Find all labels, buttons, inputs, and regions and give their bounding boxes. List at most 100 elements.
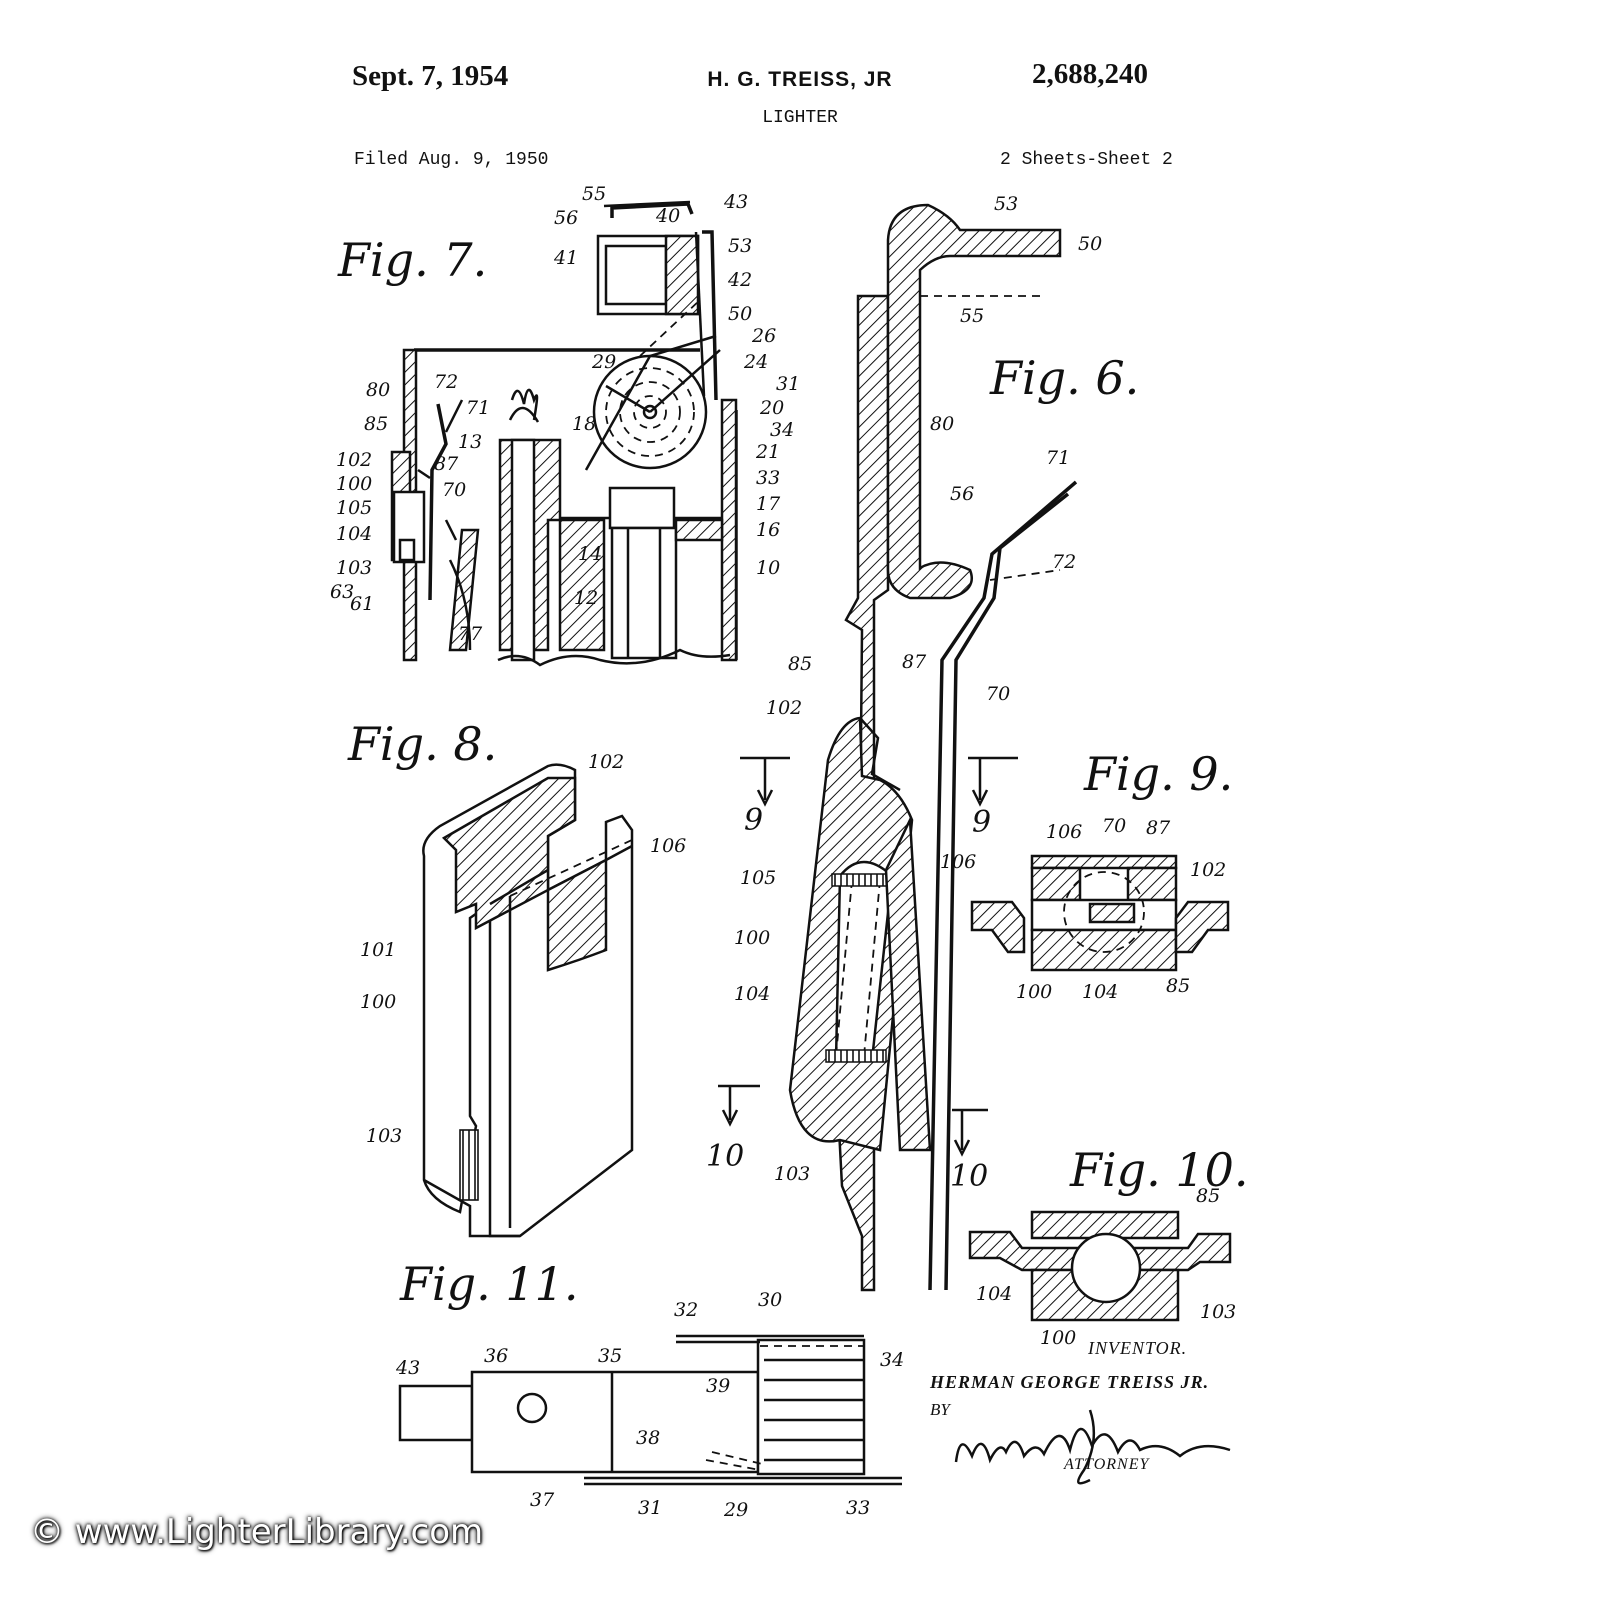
fig7-ref: 87 xyxy=(434,453,459,475)
fig6-ref: 56 xyxy=(950,483,974,505)
fig7-ref: 16 xyxy=(756,519,780,541)
fig7-ref: 53 xyxy=(728,235,752,257)
fig9-ref: 102 xyxy=(1190,859,1226,881)
fig8-title: Fig. 8. xyxy=(347,717,497,771)
fig8-ref: 106 xyxy=(650,835,686,857)
fig7-ref: 102 xyxy=(336,449,372,471)
fig7-ref: 10 xyxy=(756,557,780,579)
watermark: © www.LighterLibrary.com xyxy=(30,1512,484,1552)
fig10-title: Fig. 10. xyxy=(1069,1143,1248,1197)
fig7-ref: 71 xyxy=(466,397,490,419)
fig6-ref: 105 xyxy=(740,867,776,889)
fig11-ref: 29 xyxy=(723,1499,748,1521)
fig7-ref: 77 xyxy=(458,623,483,645)
fig7-ref: 21 xyxy=(755,441,780,463)
fig11-ref: 35 xyxy=(598,1345,622,1367)
fig6-section-mark: 9 xyxy=(744,803,763,838)
patent-number: 2,688,240 xyxy=(1032,58,1148,90)
attorney-signature xyxy=(954,1409,1231,1485)
fig9-ref: 85 xyxy=(1166,975,1190,997)
fig7-ref: 20 xyxy=(759,397,784,419)
fig7-ref: 80 xyxy=(366,379,390,401)
fig10-drawing xyxy=(968,1210,1232,1322)
fig7-ref: 100 xyxy=(336,473,372,495)
fig6-ref: 103 xyxy=(774,1163,810,1185)
fig6-ref: 55 xyxy=(960,305,984,327)
fig9-ref: 87 xyxy=(1146,817,1171,839)
fig7-ref: 72 xyxy=(434,371,458,393)
fig6-drawing xyxy=(718,203,1078,1292)
fig7-ref: 31 xyxy=(776,373,800,395)
fig7-ref: 40 xyxy=(655,205,680,227)
fig6-ref: 85 xyxy=(788,653,812,675)
fig11-ref: 33 xyxy=(846,1497,870,1519)
fig6-ref: 70 xyxy=(986,683,1010,705)
fig6-ref: 50 xyxy=(1078,233,1102,255)
fig7-ref: 29 xyxy=(591,351,616,373)
fig7-ref: 63 xyxy=(330,581,354,603)
fig7-ref: 33 xyxy=(756,467,780,489)
fig7-ref: 24 xyxy=(743,351,768,373)
fig11-ref: 32 xyxy=(674,1299,698,1321)
sheet-count: 2 Sheets-Sheet 2 xyxy=(1000,150,1173,170)
fig8-ref: 103 xyxy=(366,1125,402,1147)
fig6-ref: 106 xyxy=(940,851,976,873)
fig7-ref: 56 xyxy=(554,207,578,229)
fig7-ref: 70 xyxy=(442,479,466,501)
fig7-ref: 85 xyxy=(364,413,388,435)
fig11-ref: 38 xyxy=(636,1427,660,1449)
fig11-ref: 37 xyxy=(530,1489,555,1511)
fig11-drawing xyxy=(398,1334,902,1486)
fig8-ref: 101 xyxy=(360,939,396,961)
fig7-ref: 13 xyxy=(458,431,482,453)
fig8-ref: 100 xyxy=(360,991,396,1013)
attorney-label: ATTORNEY xyxy=(1064,1456,1150,1473)
fig10-ref: 100 xyxy=(1040,1327,1076,1349)
fig10-ref: 85 xyxy=(1196,1185,1220,1207)
fig11-ref: 31 xyxy=(638,1497,662,1519)
fig7-ref: 50 xyxy=(728,303,752,325)
fig6-ref: 80 xyxy=(930,413,954,435)
fig9-drawing xyxy=(970,854,1230,972)
fig11-ref: 39 xyxy=(706,1375,730,1397)
fig9-ref: 100 xyxy=(1016,981,1052,1003)
fig11-ref: 43 xyxy=(395,1357,420,1379)
fig11-ref: 30 xyxy=(758,1289,782,1311)
fig8-drawing xyxy=(422,763,634,1238)
fig9-ref: 70 xyxy=(1102,815,1126,837)
fig11-title: Fig. 11. xyxy=(399,1257,578,1311)
fig7-ref: 42 xyxy=(727,269,752,291)
filed-date: Filed Aug. 9, 1950 xyxy=(354,150,549,170)
fig6-ref: 100 xyxy=(734,927,770,949)
fig6-ref: 87 xyxy=(902,651,927,673)
fig7-ref: 34 xyxy=(770,419,794,441)
fig9-ref: 104 xyxy=(1082,981,1118,1003)
fig7-ref: 26 xyxy=(751,325,776,347)
fig7-ref: 41 xyxy=(553,247,578,269)
fig9-ref: 106 xyxy=(1046,821,1082,843)
fig6-section-mark: 10 xyxy=(706,1139,744,1174)
fig7-ref: 14 xyxy=(578,543,602,565)
fig7-ref: 43 xyxy=(723,191,748,213)
inventor-name: HERMAN GEORGE TREISS JR. xyxy=(930,1372,1210,1392)
fig7-ref: 104 xyxy=(336,523,372,545)
fig11-ref: 36 xyxy=(484,1345,508,1367)
fig7-ref: 61 xyxy=(350,593,374,615)
fig8-ref: 102 xyxy=(588,751,624,773)
patent-date: Sept. 7, 1954 xyxy=(352,60,509,92)
fig9-title: Fig. 9. xyxy=(1083,747,1233,801)
fig7-ref: 17 xyxy=(756,493,781,515)
fig10-ref: 103 xyxy=(1200,1301,1236,1323)
fig7-drawing xyxy=(390,200,738,667)
fig7-ref: 55 xyxy=(582,183,606,205)
fig7-ref: 105 xyxy=(336,497,372,519)
fig6-section-mark: 9 xyxy=(972,805,991,840)
fig6-ref: 102 xyxy=(766,697,802,719)
by-label: BY xyxy=(930,1400,950,1419)
inventor-heading: INVENTOR. xyxy=(1088,1338,1188,1358)
fig6-ref: 53 xyxy=(994,193,1018,215)
fig10-ref: 104 xyxy=(976,1283,1012,1305)
fig6-section-mark: 10 xyxy=(950,1159,988,1194)
fig6-title: Fig. 6. xyxy=(989,351,1139,405)
fig6-ref: 72 xyxy=(1052,551,1076,573)
